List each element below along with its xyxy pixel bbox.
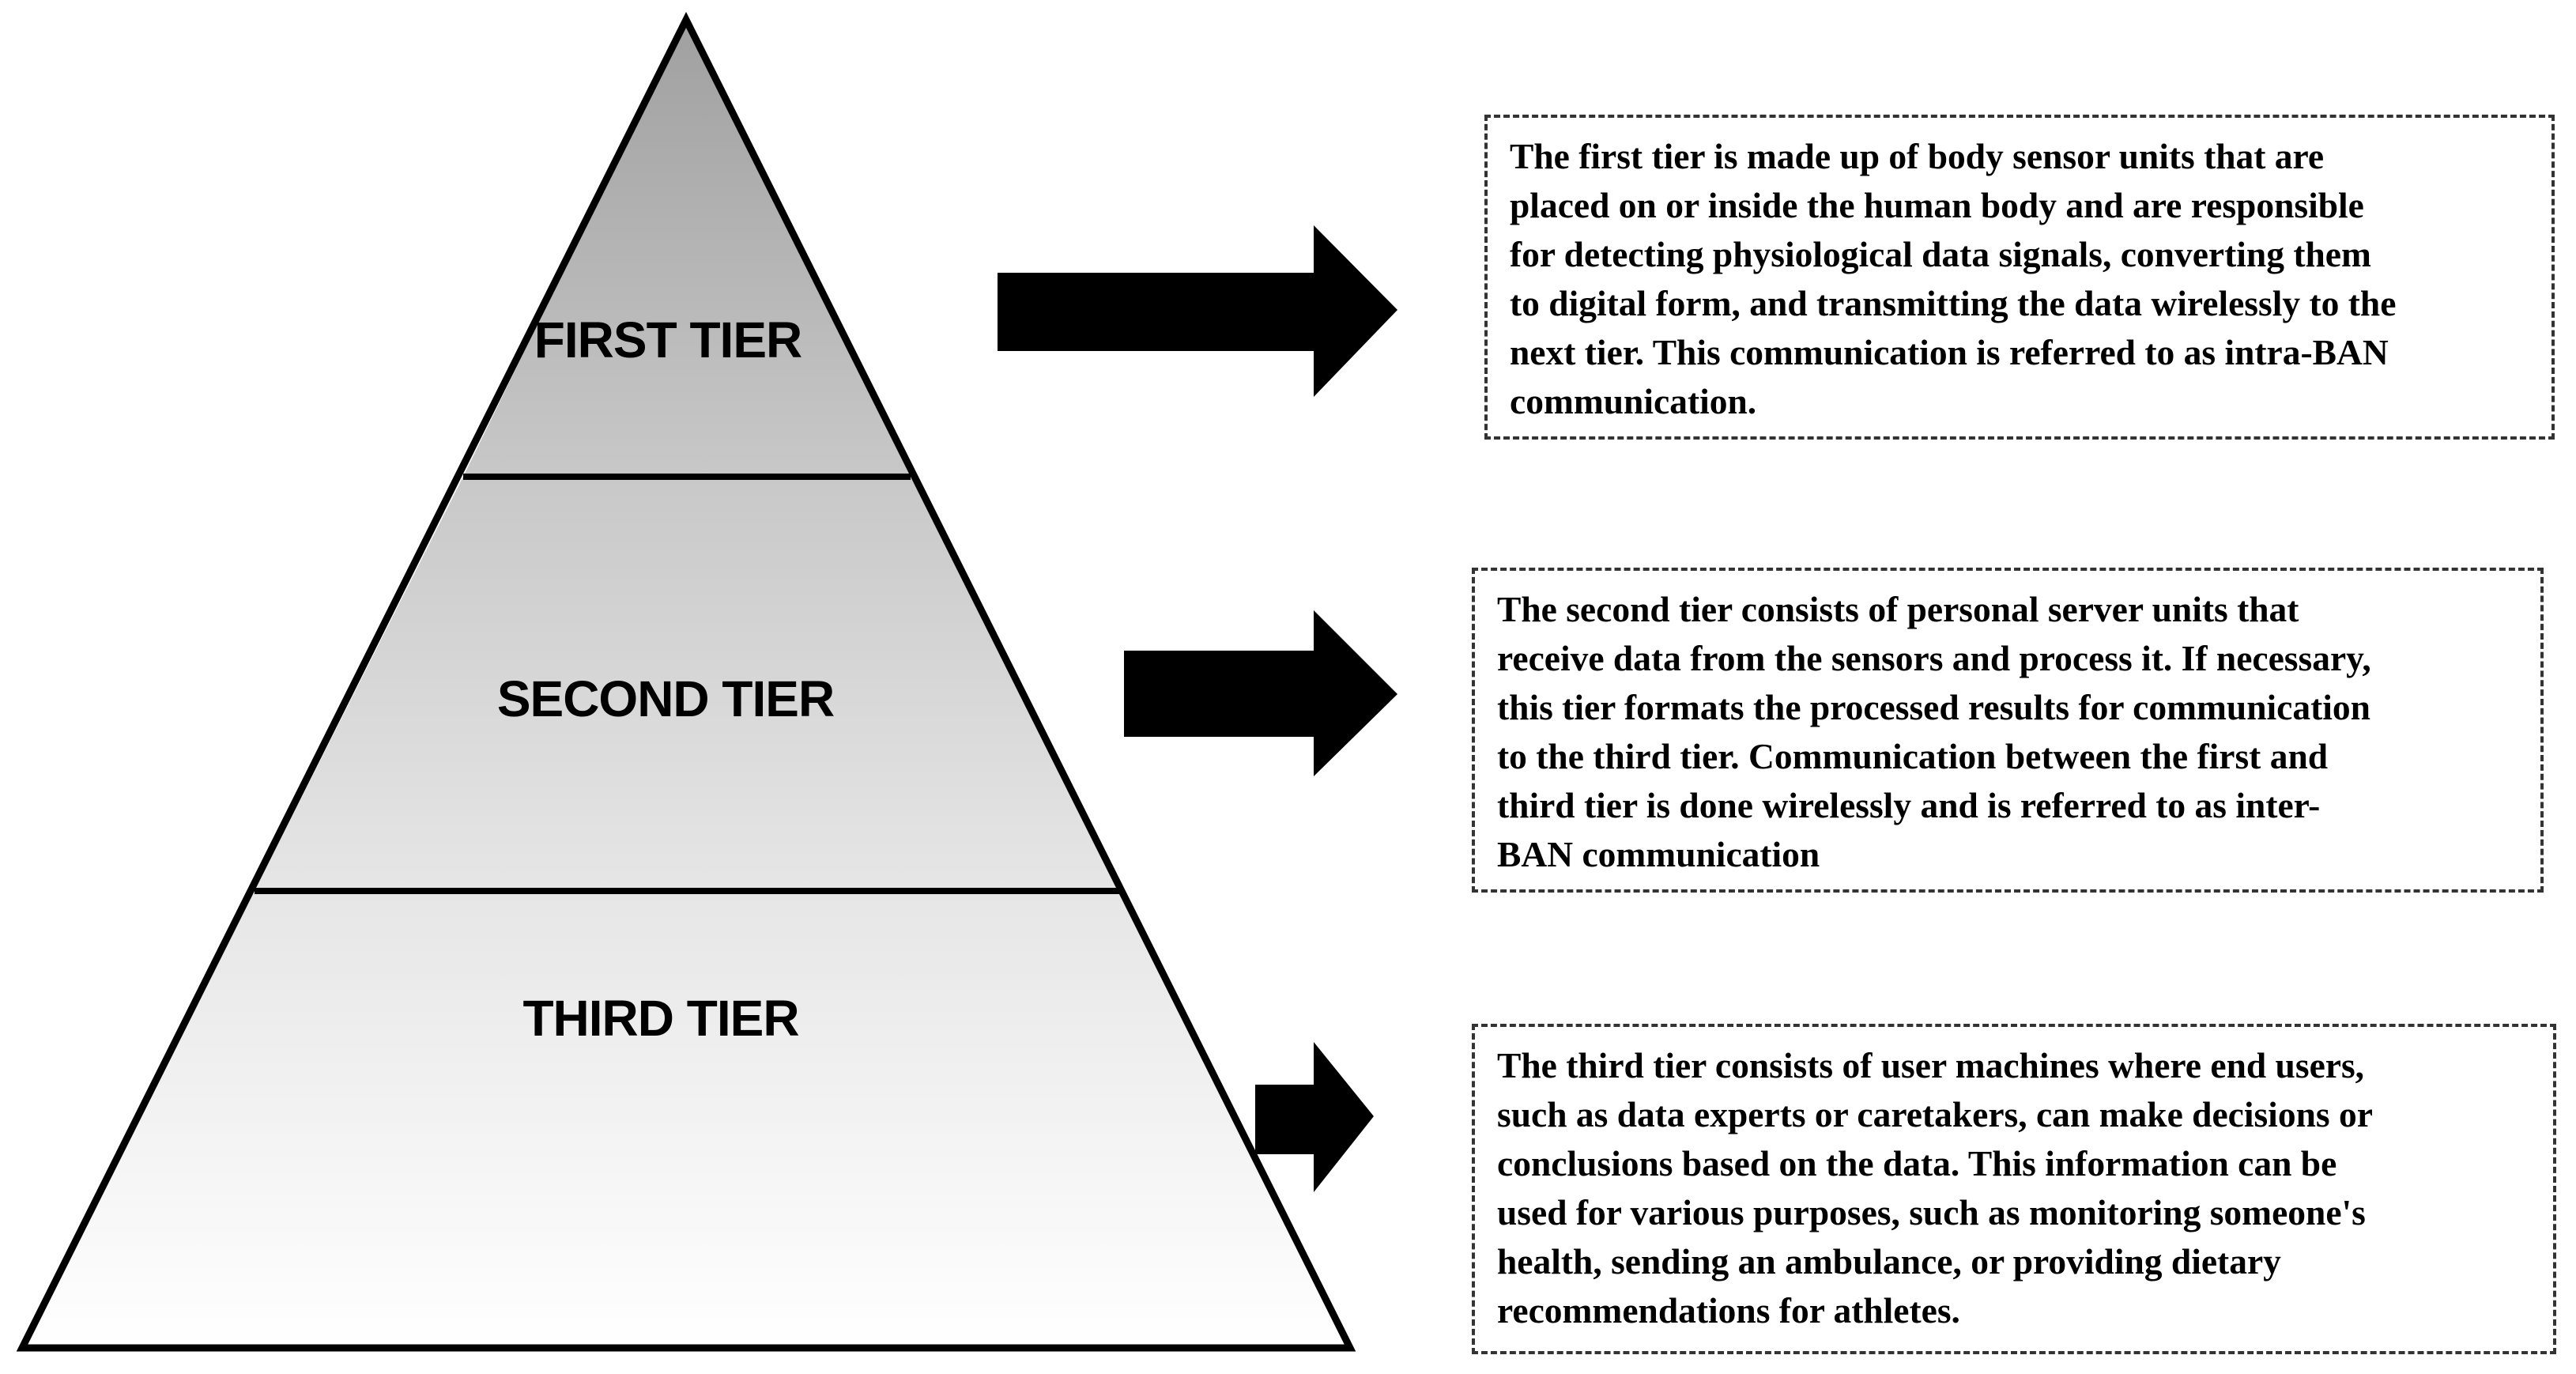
description-line: BAN communication bbox=[1497, 834, 1820, 874]
first-tier-description-box: The first tier is made up of body sensor… bbox=[1484, 115, 2555, 440]
description-line: for detecting physiological data signals… bbox=[1510, 234, 2371, 274]
description-line: The second tier consists of personal ser… bbox=[1497, 589, 2299, 629]
description-line: this tier formats the processed results … bbox=[1497, 687, 2370, 727]
third-tier-arrow bbox=[1255, 1042, 1374, 1192]
description-line: The first tier is made up of body sensor… bbox=[1510, 136, 2325, 176]
description-line: to the third tier. Communication between… bbox=[1497, 736, 2329, 776]
second-tier-label: SECOND TIER bbox=[497, 670, 834, 727]
description-line: such as data experts or caretakers, can … bbox=[1497, 1094, 2373, 1134]
description-line: recommendations for athletes. bbox=[1497, 1290, 1960, 1331]
first-tier-label: FIRST TIER bbox=[534, 311, 801, 368]
description-line: used for various purposes, such as monit… bbox=[1497, 1192, 2366, 1232]
third-tier-description-box: The third tier consists of user machines… bbox=[1472, 1024, 2556, 1354]
second-tier-section bbox=[255, 477, 1119, 891]
description-line: third tier is done wirelessly and is ref… bbox=[1497, 785, 2321, 825]
description-line: health, sending an ambulance, or providi… bbox=[1497, 1241, 2281, 1282]
third-tier-section bbox=[22, 891, 1350, 1348]
description-line: conclusions based on the data. This info… bbox=[1497, 1143, 2337, 1183]
first-tier-section bbox=[463, 20, 911, 477]
second-tier-arrow bbox=[1124, 610, 1397, 776]
description-line: communication. bbox=[1510, 381, 1757, 421]
second-tier-description-box: The second tier consists of personal ser… bbox=[1472, 568, 2544, 893]
description-line: to digital form, and transmitting the da… bbox=[1510, 283, 2397, 323]
pyramid-outline bbox=[16, 11, 1356, 1352]
first-tier-arrow bbox=[998, 225, 1397, 397]
third-tier-label: THIRD TIER bbox=[522, 990, 798, 1047]
description-line: placed on or inside the human body and a… bbox=[1510, 185, 2364, 225]
description-line: next tier. This communication is referre… bbox=[1510, 332, 2389, 372]
description-line: The third tier consists of user machines… bbox=[1497, 1045, 2365, 1085]
description-line: receive data from the sensors and proces… bbox=[1497, 638, 2371, 678]
